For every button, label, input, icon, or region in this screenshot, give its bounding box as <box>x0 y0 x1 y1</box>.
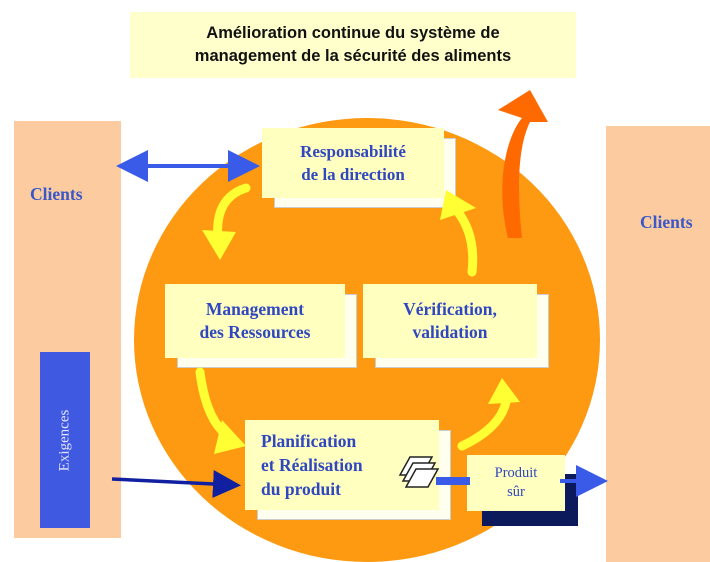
exigences-bar: Exigences <box>40 352 90 528</box>
card-verification-line-2: validation <box>412 322 488 342</box>
card-realisation-line-1: Planification <box>261 431 357 451</box>
card-ressources-line-2: des Ressources <box>199 322 311 342</box>
card-realisation-line-2: et Réalisation <box>261 455 363 475</box>
clients-right-label: Clients <box>640 212 693 232</box>
card-planification-realisation: Planification et Réalisation du produit <box>245 420 439 510</box>
card-responsabilite-direction: Responsabilité de la direction <box>262 128 444 198</box>
card-verification-validation: Vérification, validation <box>363 284 537 358</box>
produit-line-1: Produit <box>494 465 538 481</box>
card-realisation-line-3: du produit <box>261 479 341 499</box>
card-direction-line-2: de la direction <box>301 165 405 184</box>
clients-right-band <box>606 126 710 562</box>
clients-left-label: Clients <box>30 184 83 204</box>
yellow-arrow-realisation-to-verification <box>457 397 511 451</box>
card-ressources-line-1: Management <box>205 299 305 319</box>
produit-line-2: sûr <box>507 484 525 500</box>
title-box: Amélioration continue du système de mana… <box>130 12 576 78</box>
exigences-input-arrow <box>111 469 241 498</box>
title-line-1: Amélioration continue du système de <box>206 24 500 42</box>
card-produit-sur: Produit sûr <box>467 455 565 511</box>
document-stack-icon <box>398 456 440 488</box>
card-verification-line-1: Vérification, <box>403 299 497 319</box>
yellow-arrow-verification-to-direction <box>453 207 478 277</box>
card-management-ressources: Management des Ressources <box>165 284 345 358</box>
card-direction-line-1: Responsabilité <box>300 142 406 161</box>
title-line-2: management de la sécurité des aliments <box>194 47 512 65</box>
improvement-arrow-icon <box>498 90 548 238</box>
produit-connector <box>436 477 470 485</box>
